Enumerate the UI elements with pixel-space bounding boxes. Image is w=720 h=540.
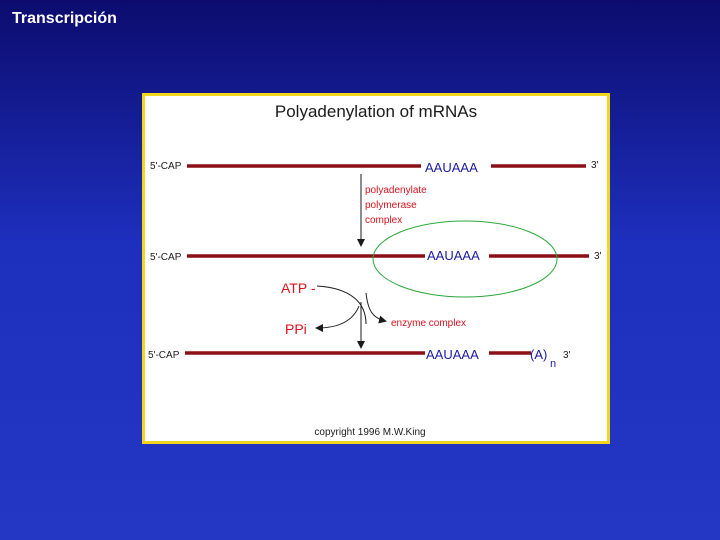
enzyme-label-line3: complex xyxy=(365,215,402,226)
figure-title: Polyadenylation of mRNAs xyxy=(275,102,477,121)
enzyme-label-line1: polyadenylate xyxy=(365,185,427,196)
enzyme-label-line2: polymerase xyxy=(365,200,417,211)
row1-signal: AAUAAA xyxy=(425,160,478,175)
row3-signal: AAUAAA xyxy=(426,347,479,362)
enzyme-complex-arrow xyxy=(365,292,387,324)
ppi-label: PPi xyxy=(285,321,307,337)
row3-poly-a-tail: (A) xyxy=(530,347,547,362)
enzyme-complex-circle xyxy=(372,220,558,298)
enzyme-complex-label: enzyme complex xyxy=(391,318,466,329)
row3-end-label: 3' xyxy=(563,350,571,361)
row2-end-label: 3' xyxy=(594,251,602,262)
slide-title: Transcripción xyxy=(12,10,117,27)
row3-cap-label: 5'-CAP xyxy=(148,350,180,361)
polyadenylation-figure: Polyadenylation of mRNAs 5'-CAP AAUAAA 3… xyxy=(142,93,610,444)
row2-signal: AAUAAA xyxy=(427,248,480,263)
row1-end-label: 3' xyxy=(591,160,599,171)
row1-cap-label: 5'-CAP xyxy=(150,161,182,172)
copyright: copyright 1996 M.W.King xyxy=(314,427,425,438)
row2-cap-label: 5'-CAP xyxy=(150,252,182,263)
polyadenylation-diagram: Polyadenylation of mRNAs 5'-CAP AAUAAA 3… xyxy=(148,102,602,438)
row3-poly-a-subscript: n xyxy=(550,358,556,370)
ppi-arrow xyxy=(315,305,360,332)
atp-label: ATP - xyxy=(281,280,316,296)
atp-curve xyxy=(316,285,367,325)
